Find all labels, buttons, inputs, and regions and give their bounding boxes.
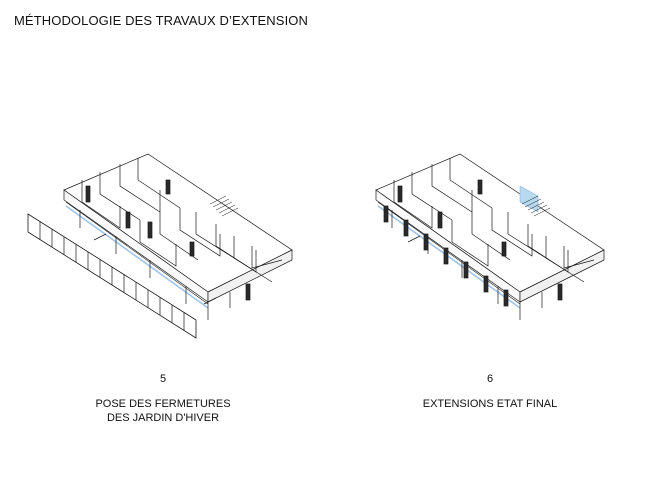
- axonometric-drawing-step-5: [20, 150, 320, 339]
- page-title: MÉTHODOLOGIE DES TRAVAUX D’EXTENSION: [14, 13, 308, 28]
- step-caption-5-line-1: POSE DES FERMETURES: [95, 398, 231, 410]
- step-caption-5: POSE DES FERMETURES DES JARDIN D'HIVER: [73, 397, 253, 425]
- axonometric-plan-icon: [27, 153, 293, 339]
- axonometric-drawing-step-6: [360, 150, 650, 330]
- step-caption-5-line-2: DES JARDIN D'HIVER: [106, 412, 220, 424]
- step-number-6: 6: [486, 373, 494, 385]
- axonometric-plan-icon: [375, 153, 605, 320]
- step-caption-6-line-1: EXTENSIONS ETAT FINAL: [422, 398, 558, 410]
- step-caption-6: EXTENSIONS ETAT FINAL: [400, 397, 580, 411]
- step-number-5: 5: [159, 373, 167, 385]
